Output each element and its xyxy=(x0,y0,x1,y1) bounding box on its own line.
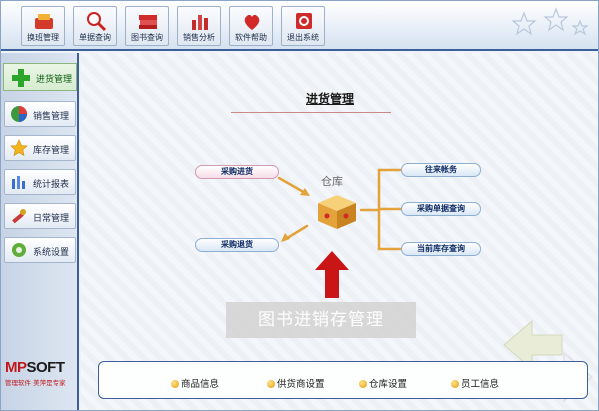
warehouse-box-icon[interactable] xyxy=(316,193,358,231)
toolbar-button-label: 单据查询 xyxy=(79,33,111,42)
exit-system-button[interactable]: 退出系统 xyxy=(281,6,325,46)
bullet-icon xyxy=(359,380,367,388)
stock-query-button[interactable]: 当前库存查询 xyxy=(401,242,481,256)
sidebar-item-label: 统计报表 xyxy=(33,180,70,190)
page-title: 进货管理 xyxy=(306,92,355,106)
title-divider xyxy=(231,112,391,113)
sidebar-item-label: 系统设置 xyxy=(33,248,70,258)
caption-banner: 图书进销存管理 xyxy=(226,302,416,338)
purchase-return-button[interactable]: 采购退货 xyxy=(195,238,279,252)
settings-icon xyxy=(12,243,26,257)
quick-link-warehouse-settings[interactable]: 仓库设置 xyxy=(359,376,407,390)
help-icon xyxy=(244,14,260,30)
star-icon xyxy=(10,139,28,157)
quick-link-product-info[interactable]: 商品信息 xyxy=(171,376,219,390)
flow-connectors xyxy=(277,168,403,298)
purchase-in-button[interactable]: 采购进货 xyxy=(195,165,279,179)
books-icon xyxy=(139,15,157,29)
accounts-button[interactable]: 往来帐务 xyxy=(401,163,481,177)
logo-rest: SOFT xyxy=(26,359,66,376)
brand-logo: MPSOFT 管理软件 美萍是专家 xyxy=(5,359,77,387)
sidebar-item-label: 销售管理 xyxy=(33,112,70,122)
sidebar: 进货管理 销售管理 库存管理 统计报表 xyxy=(1,53,79,410)
sidebar-item-label: 进货管理 xyxy=(36,75,73,85)
sidebar-item-sales-management[interactable]: 销售管理 xyxy=(4,101,76,127)
tools-icon xyxy=(12,209,26,224)
toolbar: 换班管理 单据查询 图书查询 销售分析 xyxy=(1,1,598,51)
toolbar-button-label: 退出系统 xyxy=(287,33,319,42)
shift-icon xyxy=(35,14,53,29)
logo-mp: MP xyxy=(5,359,27,376)
main-panel: 进货管理 采购进货 采购退货 往来帐务 采购单据查询 当前库存查询 仓库 xyxy=(81,53,598,410)
warehouse-label: 仓库 xyxy=(321,175,343,188)
sidebar-item-purchase-management[interactable]: 进货管理 xyxy=(3,63,77,91)
bullet-icon xyxy=(171,380,179,388)
toolbar-button-label: 换班管理 xyxy=(27,33,59,42)
purchase-query-button[interactable]: 采购单据查询 xyxy=(401,202,481,216)
toolbar-button-label: 软件帮助 xyxy=(235,33,267,42)
document-query-button[interactable]: 单据查询 xyxy=(73,6,117,46)
quick-links-bar: 商品信息 供货商设置 仓库设置 员工信息 xyxy=(98,361,588,399)
decorative-stars-icon xyxy=(511,7,589,36)
sidebar-item-system-settings[interactable]: 系统设置 xyxy=(4,237,76,263)
shift-management-button[interactable]: 换班管理 xyxy=(21,6,65,46)
toolbar-button-label: 图书查询 xyxy=(131,33,163,42)
quick-link-employee-info[interactable]: 员工信息 xyxy=(451,376,499,390)
stats-icon xyxy=(12,176,25,189)
exit-icon xyxy=(296,13,312,29)
sales-analysis-button[interactable]: 销售分析 xyxy=(177,6,221,46)
globe-icon xyxy=(11,106,27,122)
bullet-icon xyxy=(267,380,275,388)
brand-slogan: 管理软件 美萍是专家 xyxy=(5,379,66,387)
software-help-button[interactable]: 软件帮助 xyxy=(229,6,273,46)
sidebar-item-statistics-reports[interactable]: 统计报表 xyxy=(4,169,76,195)
bar-chart-icon xyxy=(192,15,208,30)
up-arrow-icon xyxy=(315,251,349,298)
bullet-icon xyxy=(451,380,459,388)
sidebar-item-label: 库存管理 xyxy=(33,146,70,156)
book-query-button[interactable]: 图书查询 xyxy=(125,6,169,46)
quick-link-supplier-settings[interactable]: 供货商设置 xyxy=(267,376,325,390)
plus-icon xyxy=(12,69,30,87)
toolbar-button-label: 销售分析 xyxy=(183,33,215,42)
sidebar-item-inventory-management[interactable]: 库存管理 xyxy=(4,135,76,161)
sidebar-item-daily-management[interactable]: 日常管理 xyxy=(4,203,76,229)
sidebar-item-label: 日常管理 xyxy=(33,214,70,224)
search-icon xyxy=(87,12,107,32)
